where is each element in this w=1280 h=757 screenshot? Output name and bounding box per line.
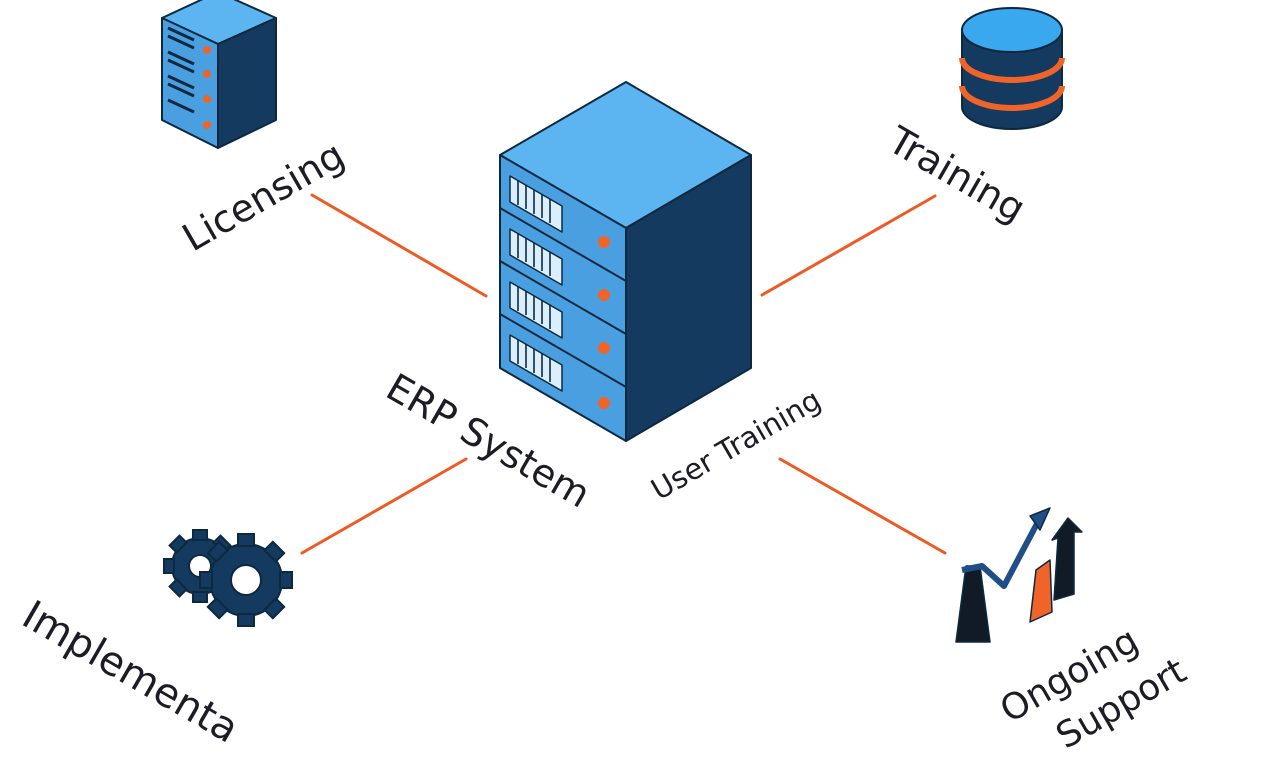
server-rack-side	[625, 154, 752, 442]
server-rack-icon	[499, 81, 752, 442]
led-indicator	[598, 289, 610, 301]
server-rack-divider	[499, 313, 627, 388]
gears-icon	[163, 529, 293, 627]
server-rack-vent-slats	[517, 181, 551, 382]
led-indicator	[598, 397, 610, 409]
gear-teeth	[206, 540, 286, 620]
gear-hole	[230, 564, 262, 596]
database-icon	[959, 7, 1065, 130]
vent-panel	[509, 175, 563, 233]
server-rack-vents	[509, 175, 563, 392]
growth-bar	[955, 565, 991, 643]
connector-training	[760, 194, 937, 297]
server-icon-slots	[167, 26, 195, 114]
database-band	[959, 57, 1065, 83]
vent-slats	[517, 181, 551, 382]
vent-panel	[509, 228, 563, 286]
server-rack-divider	[499, 207, 627, 282]
database-top	[961, 7, 1063, 53]
connector-ongoing-support	[778, 457, 947, 555]
server-rack-leds	[598, 236, 610, 409]
gear-teeth	[199, 533, 293, 627]
server-icon-leds	[203, 46, 211, 129]
led-indicator	[203, 46, 211, 54]
connector-implementation	[300, 457, 468, 555]
gear-large	[199, 533, 293, 627]
growth-bar-orange	[1029, 559, 1053, 623]
database-band	[959, 85, 1065, 111]
server-icon-side	[217, 17, 277, 149]
led-indicator	[203, 95, 211, 103]
growth-trend-line	[961, 516, 1043, 589]
growth-chart-icon	[955, 507, 1083, 643]
led-indicator	[598, 236, 610, 248]
erp-diagram-canvas	[161, 0, 1083, 643]
led-indicator	[203, 121, 211, 129]
gear-teeth	[163, 529, 237, 603]
vent-panel	[509, 334, 563, 392]
vent-panel	[509, 281, 563, 339]
server-rack-divider	[499, 260, 627, 335]
connector-licensing	[310, 193, 488, 298]
growth-trend-arrowhead	[1029, 507, 1051, 531]
server-icon	[161, 0, 277, 149]
led-indicator	[203, 70, 211, 78]
led-indicator	[598, 342, 610, 354]
server-slot-lines	[167, 26, 195, 114]
growth-bar	[1051, 517, 1083, 601]
connector-lines	[300, 193, 947, 555]
